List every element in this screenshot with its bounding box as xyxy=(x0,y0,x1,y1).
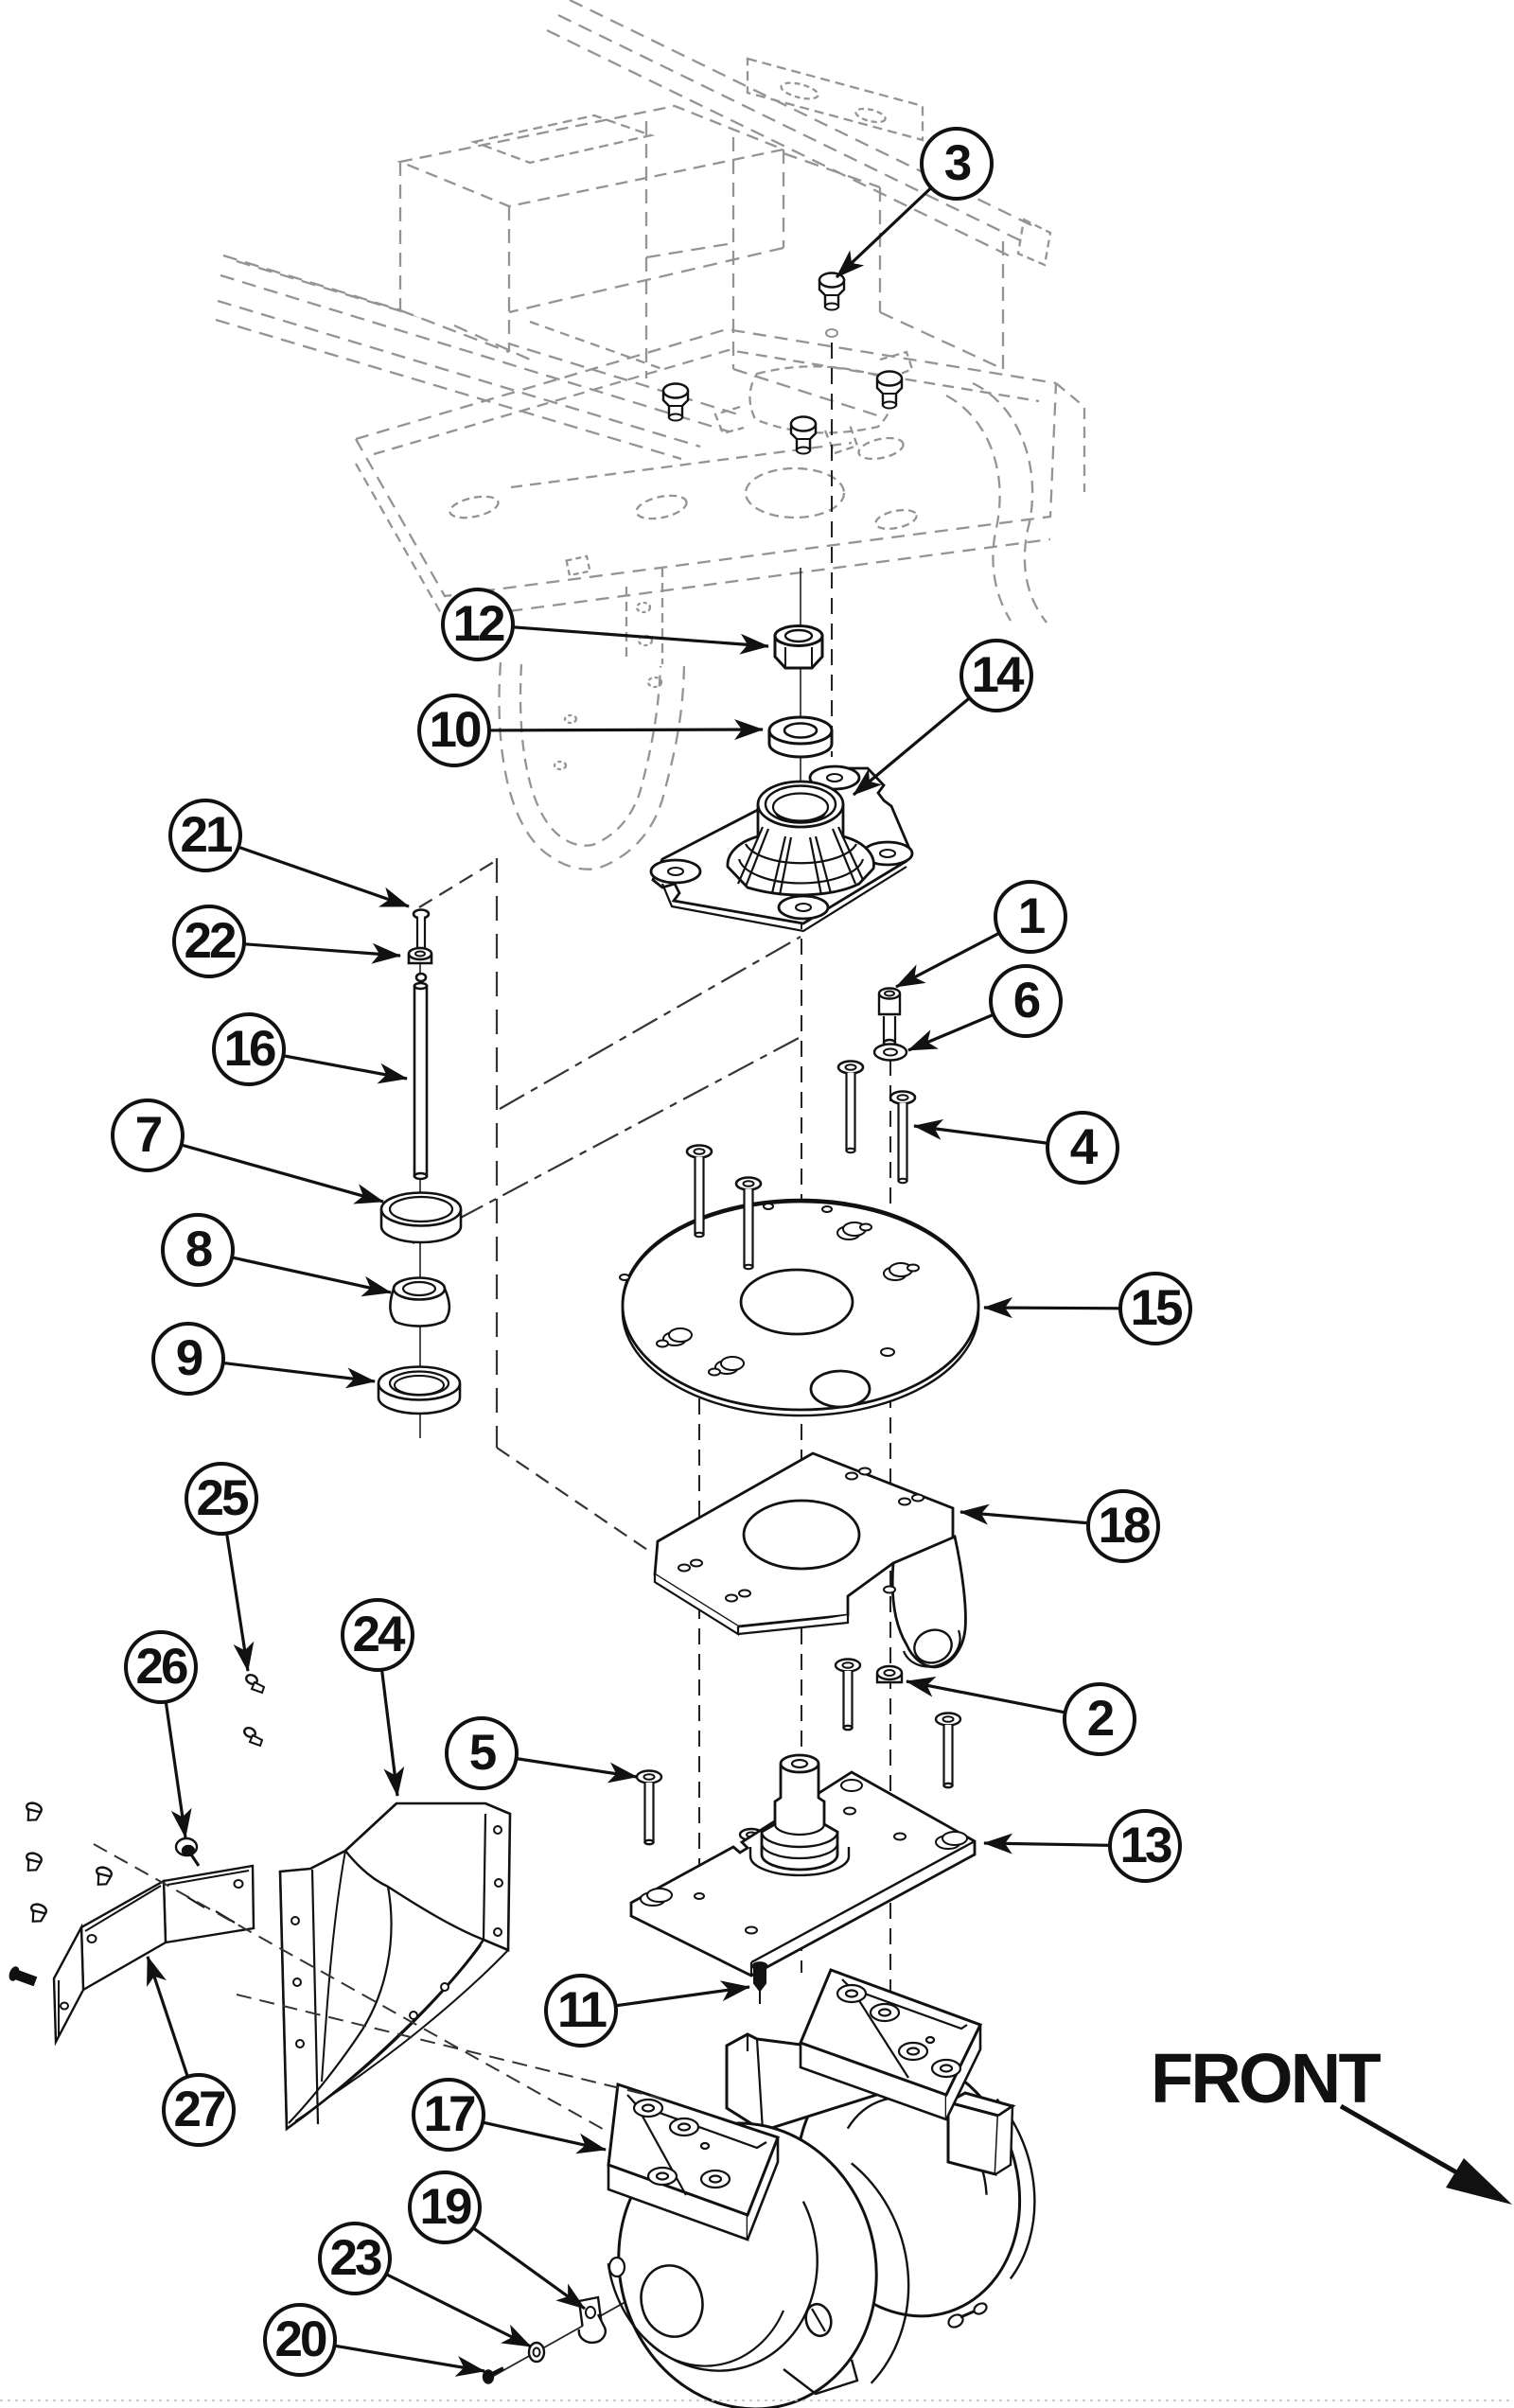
svg-text:22: 22 xyxy=(185,913,236,969)
svg-text:6: 6 xyxy=(1013,973,1040,1028)
svg-text:12: 12 xyxy=(453,596,504,652)
svg-text:17: 17 xyxy=(424,2086,475,2142)
svg-text:FRONT: FRONT xyxy=(1151,2039,1381,2118)
svg-text:11: 11 xyxy=(557,1982,607,2038)
svg-text:18: 18 xyxy=(1099,1498,1150,1554)
svg-text:4: 4 xyxy=(1070,1119,1099,1175)
svg-text:15: 15 xyxy=(1131,1280,1182,1336)
svg-text:3: 3 xyxy=(944,135,971,191)
svg-text:10: 10 xyxy=(430,702,481,758)
svg-text:23: 23 xyxy=(330,2230,381,2286)
svg-text:21: 21 xyxy=(181,807,232,863)
svg-text:20: 20 xyxy=(275,2311,326,2367)
svg-text:26: 26 xyxy=(136,1639,187,1695)
svg-text:5: 5 xyxy=(469,1725,496,1781)
svg-text:16: 16 xyxy=(224,1021,275,1077)
svg-text:7: 7 xyxy=(135,1107,162,1163)
svg-text:13: 13 xyxy=(1120,1818,1171,1873)
svg-text:9: 9 xyxy=(176,1330,202,1386)
svg-text:2: 2 xyxy=(1087,1691,1114,1747)
svg-text:8: 8 xyxy=(185,1222,212,1277)
svg-text:25: 25 xyxy=(197,1470,248,1526)
svg-text:14: 14 xyxy=(972,647,1025,703)
svg-text:1: 1 xyxy=(1018,888,1045,944)
svg-text:19: 19 xyxy=(420,2179,471,2235)
svg-text:27: 27 xyxy=(174,2082,225,2137)
svg-text:24: 24 xyxy=(353,1607,406,1662)
